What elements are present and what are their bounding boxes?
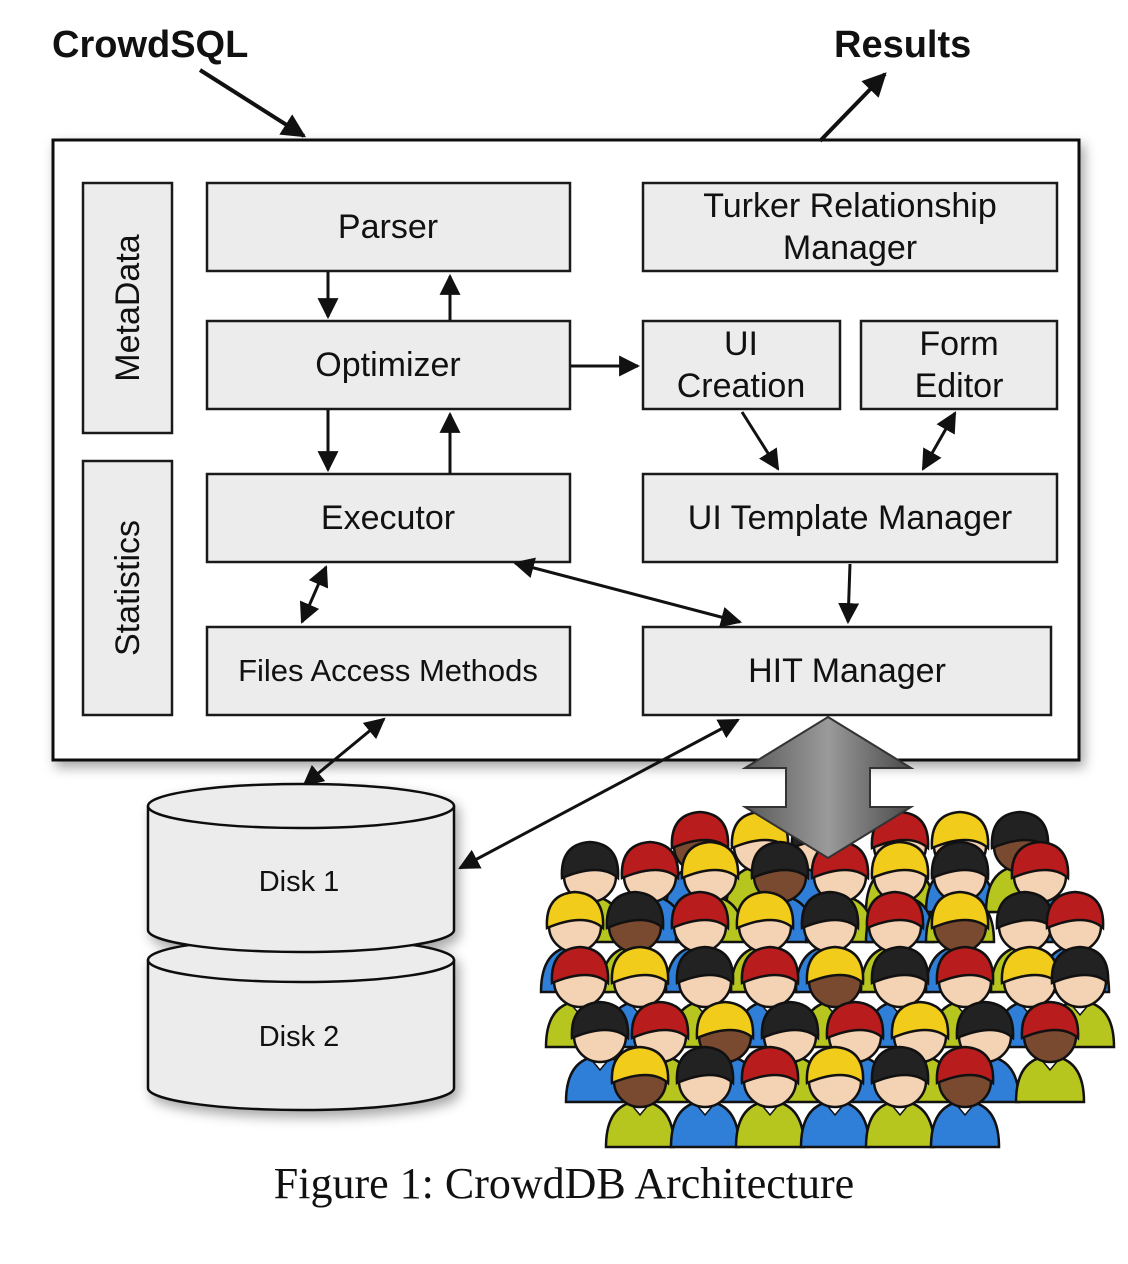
crowd-person: [604, 1045, 676, 1149]
crowd-person: [864, 1045, 936, 1149]
crowd-person: [799, 1045, 871, 1149]
files-access-box: [205, 625, 572, 717]
turker-label-line1: Turker Relationship: [703, 187, 997, 225]
disk1-cylinder: [146, 806, 456, 954]
statistics-panel: [81, 459, 174, 717]
files-access-label: Files Access Methods: [238, 653, 538, 688]
crowdsql-arrow: [198, 68, 307, 138]
crowd-workers-illustration: [539, 810, 1116, 1149]
crowd-person: [669, 1045, 741, 1149]
crowdsql-label: CrowdSQL: [52, 24, 248, 66]
form-editor-template-arrow: [921, 411, 957, 471]
ui-creation-to-template-arrow: [740, 411, 780, 471]
executor-label: Executor: [321, 499, 455, 537]
ui-template-manager-box: [641, 472, 1059, 564]
figure-caption: Figure 1: CrowdDB Architecture: [273, 1159, 855, 1208]
files-disk-arrow: [302, 717, 386, 787]
hit-manager-label: HIT Manager: [748, 652, 946, 690]
ui-template-manager-label: UI Template Manager: [688, 499, 1012, 537]
executor-box: [205, 472, 572, 564]
disk2-label: Disk 2: [259, 1021, 340, 1053]
turker-label-line2: Manager: [783, 229, 917, 267]
parser-label: Parser: [338, 208, 438, 246]
disk1-label: Disk 1: [259, 866, 340, 898]
parser-box: [205, 181, 572, 273]
crowd-exchange-arrow: [741, 715, 915, 860]
form-editor-box: [859, 319, 1059, 411]
disk1-top: [146, 782, 456, 830]
crowd-person: [1014, 1000, 1086, 1104]
form-editor-label-line2: Editor: [915, 367, 1004, 405]
hit-manager-box: [641, 625, 1053, 717]
form-editor-label-line1: Form: [919, 325, 998, 363]
optimizer-box: [205, 319, 572, 411]
optimizer-label: Optimizer: [315, 346, 460, 384]
metadata-panel: [81, 181, 174, 435]
ui-creation-label-line2: Creation: [677, 367, 806, 405]
hit-disk-arrow: [458, 718, 740, 870]
ui-creation-box: [641, 319, 842, 411]
crowd-person: [929, 1045, 1001, 1149]
template-to-hit-arrow: [838, 563, 860, 625]
executor-files-arrow: [299, 565, 329, 624]
disk-stack: [146, 782, 456, 1112]
results-arrow: [818, 72, 887, 143]
ui-creation-label-line1: UI: [724, 325, 758, 363]
metadata-label: MetaData: [109, 234, 147, 381]
disk2-cylinder: [146, 960, 456, 1112]
results-label: Results: [834, 24, 971, 66]
crowd-person: [734, 1045, 806, 1149]
executor-hit-arrow: [512, 557, 743, 628]
statistics-label: Statistics: [109, 520, 147, 656]
turker-manager-box: [641, 181, 1059, 273]
